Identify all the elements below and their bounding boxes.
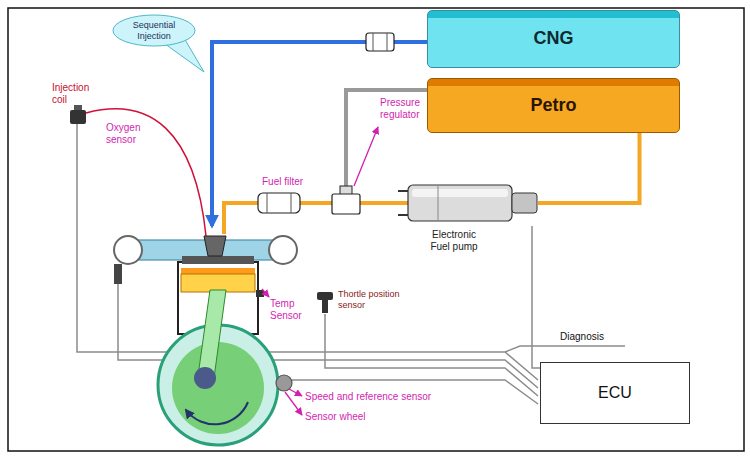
box-label: ECU <box>598 383 632 402</box>
fuel-line <box>300 201 332 205</box>
part-label: Oxygen sensor <box>106 122 150 146</box>
pump-terminal <box>398 214 408 216</box>
pump-body <box>398 180 538 226</box>
callout-bubble: Sequential Injection <box>112 14 196 47</box>
cng-filter-body <box>366 33 394 51</box>
throttle-wire <box>325 314 538 396</box>
part-label: Thortle position sensor <box>338 289 408 311</box>
fuel-line <box>224 203 258 234</box>
signal-label: Diagnosis <box>560 331 604 343</box>
pump-terminal <box>398 190 408 192</box>
crank-pin <box>194 367 216 389</box>
filter-body <box>258 193 300 213</box>
injection-coil <box>70 105 86 124</box>
rotation-arrow <box>186 402 248 424</box>
box-label: Petro <box>530 95 576 117</box>
filter-band <box>267 193 268 213</box>
part-label: Sensor wheel <box>305 411 366 423</box>
cng-filter-band <box>373 33 374 51</box>
ecu-box: ECU <box>540 362 690 424</box>
fuel-filter <box>258 193 300 213</box>
throttle-head <box>317 292 333 300</box>
leader-arrow <box>289 389 302 396</box>
pump-cap <box>512 193 537 213</box>
throttle-stem <box>322 300 328 313</box>
box-label: CNG <box>534 28 574 50</box>
piston-crown <box>181 268 255 274</box>
connecting-rod <box>198 290 226 378</box>
signal-wire <box>532 226 540 368</box>
regulator-body <box>332 194 360 214</box>
fuel-line <box>538 133 640 203</box>
petrol-tank: Petro <box>427 78 680 133</box>
coil-wire <box>77 124 538 380</box>
filter-band <box>291 193 292 213</box>
part-label: Injection coil <box>52 82 98 106</box>
crank-web <box>172 342 264 434</box>
part-label: Fuel filter <box>262 176 303 188</box>
diagnosis-wire <box>505 346 625 352</box>
engine <box>114 236 297 445</box>
leader-arrow <box>354 127 378 186</box>
cng-filter-band <box>387 33 388 51</box>
fuel-lines <box>224 203 408 234</box>
leader-arrow <box>262 289 269 297</box>
frame-border <box>8 8 744 451</box>
pressure-regulator <box>332 186 360 214</box>
temp-sensor <box>256 290 264 297</box>
part-label: Pressure regulator <box>380 97 432 121</box>
cylinder-head <box>182 256 254 264</box>
coil-wire-red <box>86 109 206 236</box>
pump-seam <box>438 185 439 221</box>
manifold-end <box>269 236 297 264</box>
oxygen-probe <box>114 264 122 284</box>
cng-tank: CNG <box>427 10 680 68</box>
part-label: Speed and reference sensor <box>305 391 431 403</box>
cng-line <box>212 42 427 226</box>
part-label: Electronic Fuel pump <box>424 229 484 253</box>
throttle-sensor <box>317 292 333 313</box>
pump-housing <box>408 185 512 221</box>
callout-text: Sequential Injection <box>126 20 182 42</box>
fuel-line <box>360 201 408 205</box>
part-label: Temp Sensor <box>270 298 310 322</box>
piston <box>181 274 255 292</box>
fuel-pump: Electronic Fuel pump <box>398 180 538 226</box>
manifold-end <box>114 236 142 264</box>
pump-highlight <box>412 189 508 197</box>
coil-body <box>70 110 86 124</box>
leader-arrow <box>285 392 302 415</box>
cng-filter <box>366 33 394 51</box>
injector <box>204 236 226 256</box>
callout-ellipse <box>113 15 195 46</box>
speed-wire <box>292 380 538 404</box>
